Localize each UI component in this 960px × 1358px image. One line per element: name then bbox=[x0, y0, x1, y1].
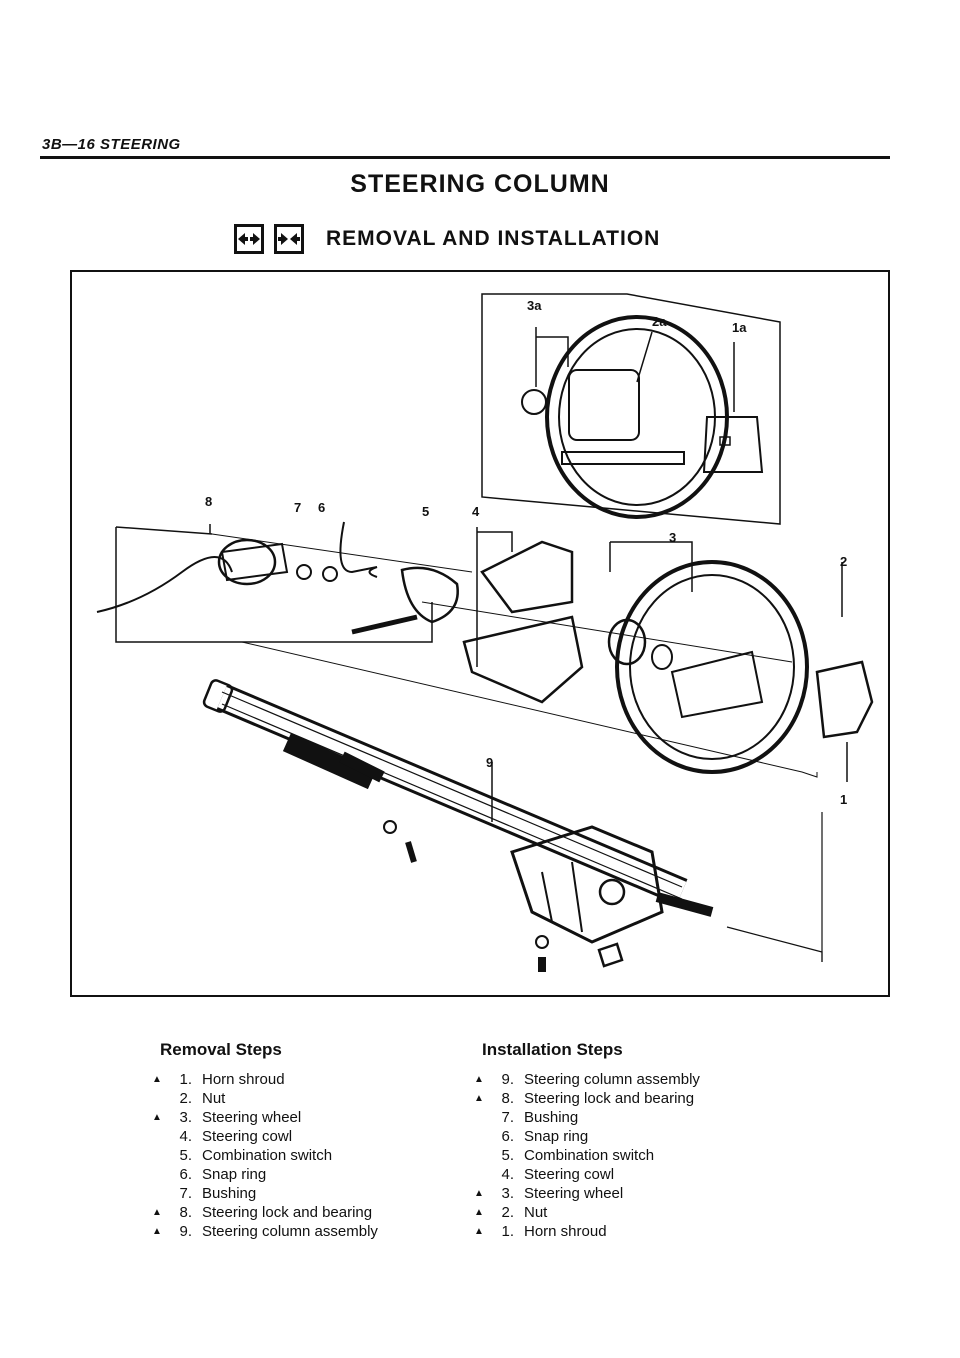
step-item: 4. Steering cowl bbox=[482, 1165, 700, 1184]
removal-steps-heading: Removal Steps bbox=[160, 1040, 282, 1059]
callout-6: 6 bbox=[318, 500, 326, 515]
step-number: 4. bbox=[179, 1128, 192, 1145]
step-number: 4. bbox=[501, 1166, 514, 1183]
step-item: ▲ 1. Horn shroud bbox=[152, 1070, 378, 1089]
caution-triangle-icon: ▲ bbox=[474, 1093, 484, 1104]
step-item: ▲ 3. Steering wheel bbox=[474, 1184, 700, 1203]
step-number: 7. bbox=[179, 1185, 192, 1202]
step-label: Bushing bbox=[202, 1185, 257, 1202]
step-item: 4. Steering cowl bbox=[160, 1127, 378, 1146]
step-label: Horn shroud bbox=[202, 1071, 285, 1088]
step-label: Steering cowl bbox=[524, 1166, 615, 1183]
step-item: ▲ 1. Horn shroud bbox=[474, 1222, 700, 1241]
page-title: STEERING COLUMN bbox=[350, 170, 610, 198]
step-item: 5. Combination switch bbox=[482, 1146, 700, 1165]
step-label: Steering lock and bearing bbox=[202, 1204, 373, 1221]
step-label: Steering column assembly bbox=[202, 1223, 378, 1240]
step-label: Steering wheel bbox=[524, 1185, 624, 1202]
step-item: 2. Nut bbox=[160, 1089, 378, 1108]
step-number: 8. bbox=[179, 1204, 192, 1221]
step-label: Snap ring bbox=[524, 1128, 589, 1145]
step-label: Steering cowl bbox=[202, 1128, 293, 1145]
callout-1: 1 bbox=[840, 792, 848, 807]
page-subtitle: REMOVAL AND INSTALLATION bbox=[326, 227, 661, 250]
step-item: ▲ 8. Steering lock and bearing bbox=[152, 1203, 378, 1222]
caution-triangle-icon: ▲ bbox=[152, 1074, 162, 1085]
callout-2a: 2a bbox=[652, 314, 667, 329]
step-label: Steering wheel bbox=[202, 1109, 302, 1126]
step-number: 7. bbox=[501, 1109, 514, 1126]
step-item: ▲ 9. Steering column assembly bbox=[152, 1222, 378, 1241]
step-item: 5. Combination switch bbox=[160, 1146, 378, 1165]
step-item: 7. Bushing bbox=[160, 1184, 378, 1203]
step-label: Steering lock and bearing bbox=[524, 1090, 695, 1107]
step-item: ▲ 9. Steering column assembly bbox=[474, 1070, 700, 1089]
caution-triangle-icon: ▲ bbox=[474, 1074, 484, 1085]
removal-steps-list: ▲ 1. Horn shroud 2. Nut ▲ 3. Steering wheel 4. St… bbox=[152, 1070, 378, 1241]
step-label: Combination switch bbox=[524, 1147, 655, 1164]
step-item: ▲ 3. Steering wheel bbox=[152, 1108, 378, 1127]
step-number: 2. bbox=[501, 1204, 514, 1221]
step-label: Steering column assembly bbox=[524, 1071, 700, 1088]
step-label: Snap ring bbox=[202, 1166, 267, 1183]
caution-triangle-icon: ▲ bbox=[474, 1207, 484, 1218]
caution-triangle-icon: ▲ bbox=[152, 1112, 162, 1123]
caution-triangle-icon: ▲ bbox=[474, 1188, 484, 1199]
callout-3: 3 bbox=[669, 530, 677, 545]
step-label: Horn shroud bbox=[524, 1223, 607, 1240]
callout-5: 5 bbox=[422, 504, 430, 519]
header-rule bbox=[40, 156, 890, 159]
installation-steps: Installation Steps ▲ 9. Steering column as… bbox=[474, 1040, 700, 1241]
step-number: 6. bbox=[501, 1128, 514, 1145]
step-label: Bushing bbox=[524, 1109, 579, 1126]
callout-8: 8 bbox=[205, 494, 213, 509]
step-number: 5. bbox=[501, 1147, 514, 1164]
callout-7: 7 bbox=[294, 500, 302, 515]
installation-steps-heading: Installation Steps bbox=[482, 1040, 623, 1059]
step-number: 3. bbox=[179, 1109, 192, 1126]
callout-9: 9 bbox=[486, 755, 494, 770]
callout-2: 2 bbox=[840, 554, 848, 569]
step-number: 6. bbox=[179, 1166, 192, 1183]
step-number: 1. bbox=[501, 1223, 514, 1240]
caution-triangle-icon: ▲ bbox=[152, 1207, 162, 1218]
step-label: Nut bbox=[202, 1090, 226, 1107]
step-number: 2. bbox=[179, 1090, 192, 1107]
step-number: 5. bbox=[179, 1147, 192, 1164]
removal-steps: Removal Steps ▲ 1. Horn shroud 2. Nut ▲ 3. Stee… bbox=[152, 1040, 378, 1241]
step-item: 6. Snap ring bbox=[482, 1127, 700, 1146]
caution-triangle-icon: ▲ bbox=[474, 1226, 484, 1237]
step-item: ▲ 8. Steering lock and bearing bbox=[474, 1089, 700, 1108]
step-item: 6. Snap ring bbox=[160, 1165, 378, 1184]
step-number: 9. bbox=[501, 1071, 514, 1088]
exploded-diagram-drawing bbox=[96, 293, 874, 972]
step-number: 9. bbox=[179, 1223, 192, 1240]
disassemble-arrows-icon bbox=[234, 224, 264, 254]
step-item: 7. Bushing bbox=[482, 1108, 700, 1127]
callout-1a: 1a bbox=[732, 320, 747, 335]
exploded-diagram: 3a 2a 1a 8 7 6 5 4 3 2 9 1 bbox=[70, 270, 890, 997]
step-number: 8. bbox=[501, 1090, 514, 1107]
caution-triangle-icon: ▲ bbox=[152, 1226, 162, 1237]
subtitle-row: REMOVAL AND INSTALLATION bbox=[234, 222, 660, 256]
page-section-header: 3B—16 STEERING bbox=[42, 136, 181, 153]
callout-3a: 3a bbox=[527, 298, 542, 313]
step-label: Nut bbox=[524, 1204, 548, 1221]
step-number: 1. bbox=[179, 1071, 192, 1088]
step-label: Combination switch bbox=[202, 1147, 333, 1164]
assemble-arrows-icon bbox=[274, 224, 304, 254]
installation-steps-list: ▲ 9. Steering column assembly ▲ 8. Steering l… bbox=[474, 1070, 700, 1241]
callout-4: 4 bbox=[472, 504, 480, 519]
step-number: 3. bbox=[501, 1185, 514, 1202]
step-item: ▲ 2. Nut bbox=[474, 1203, 700, 1222]
